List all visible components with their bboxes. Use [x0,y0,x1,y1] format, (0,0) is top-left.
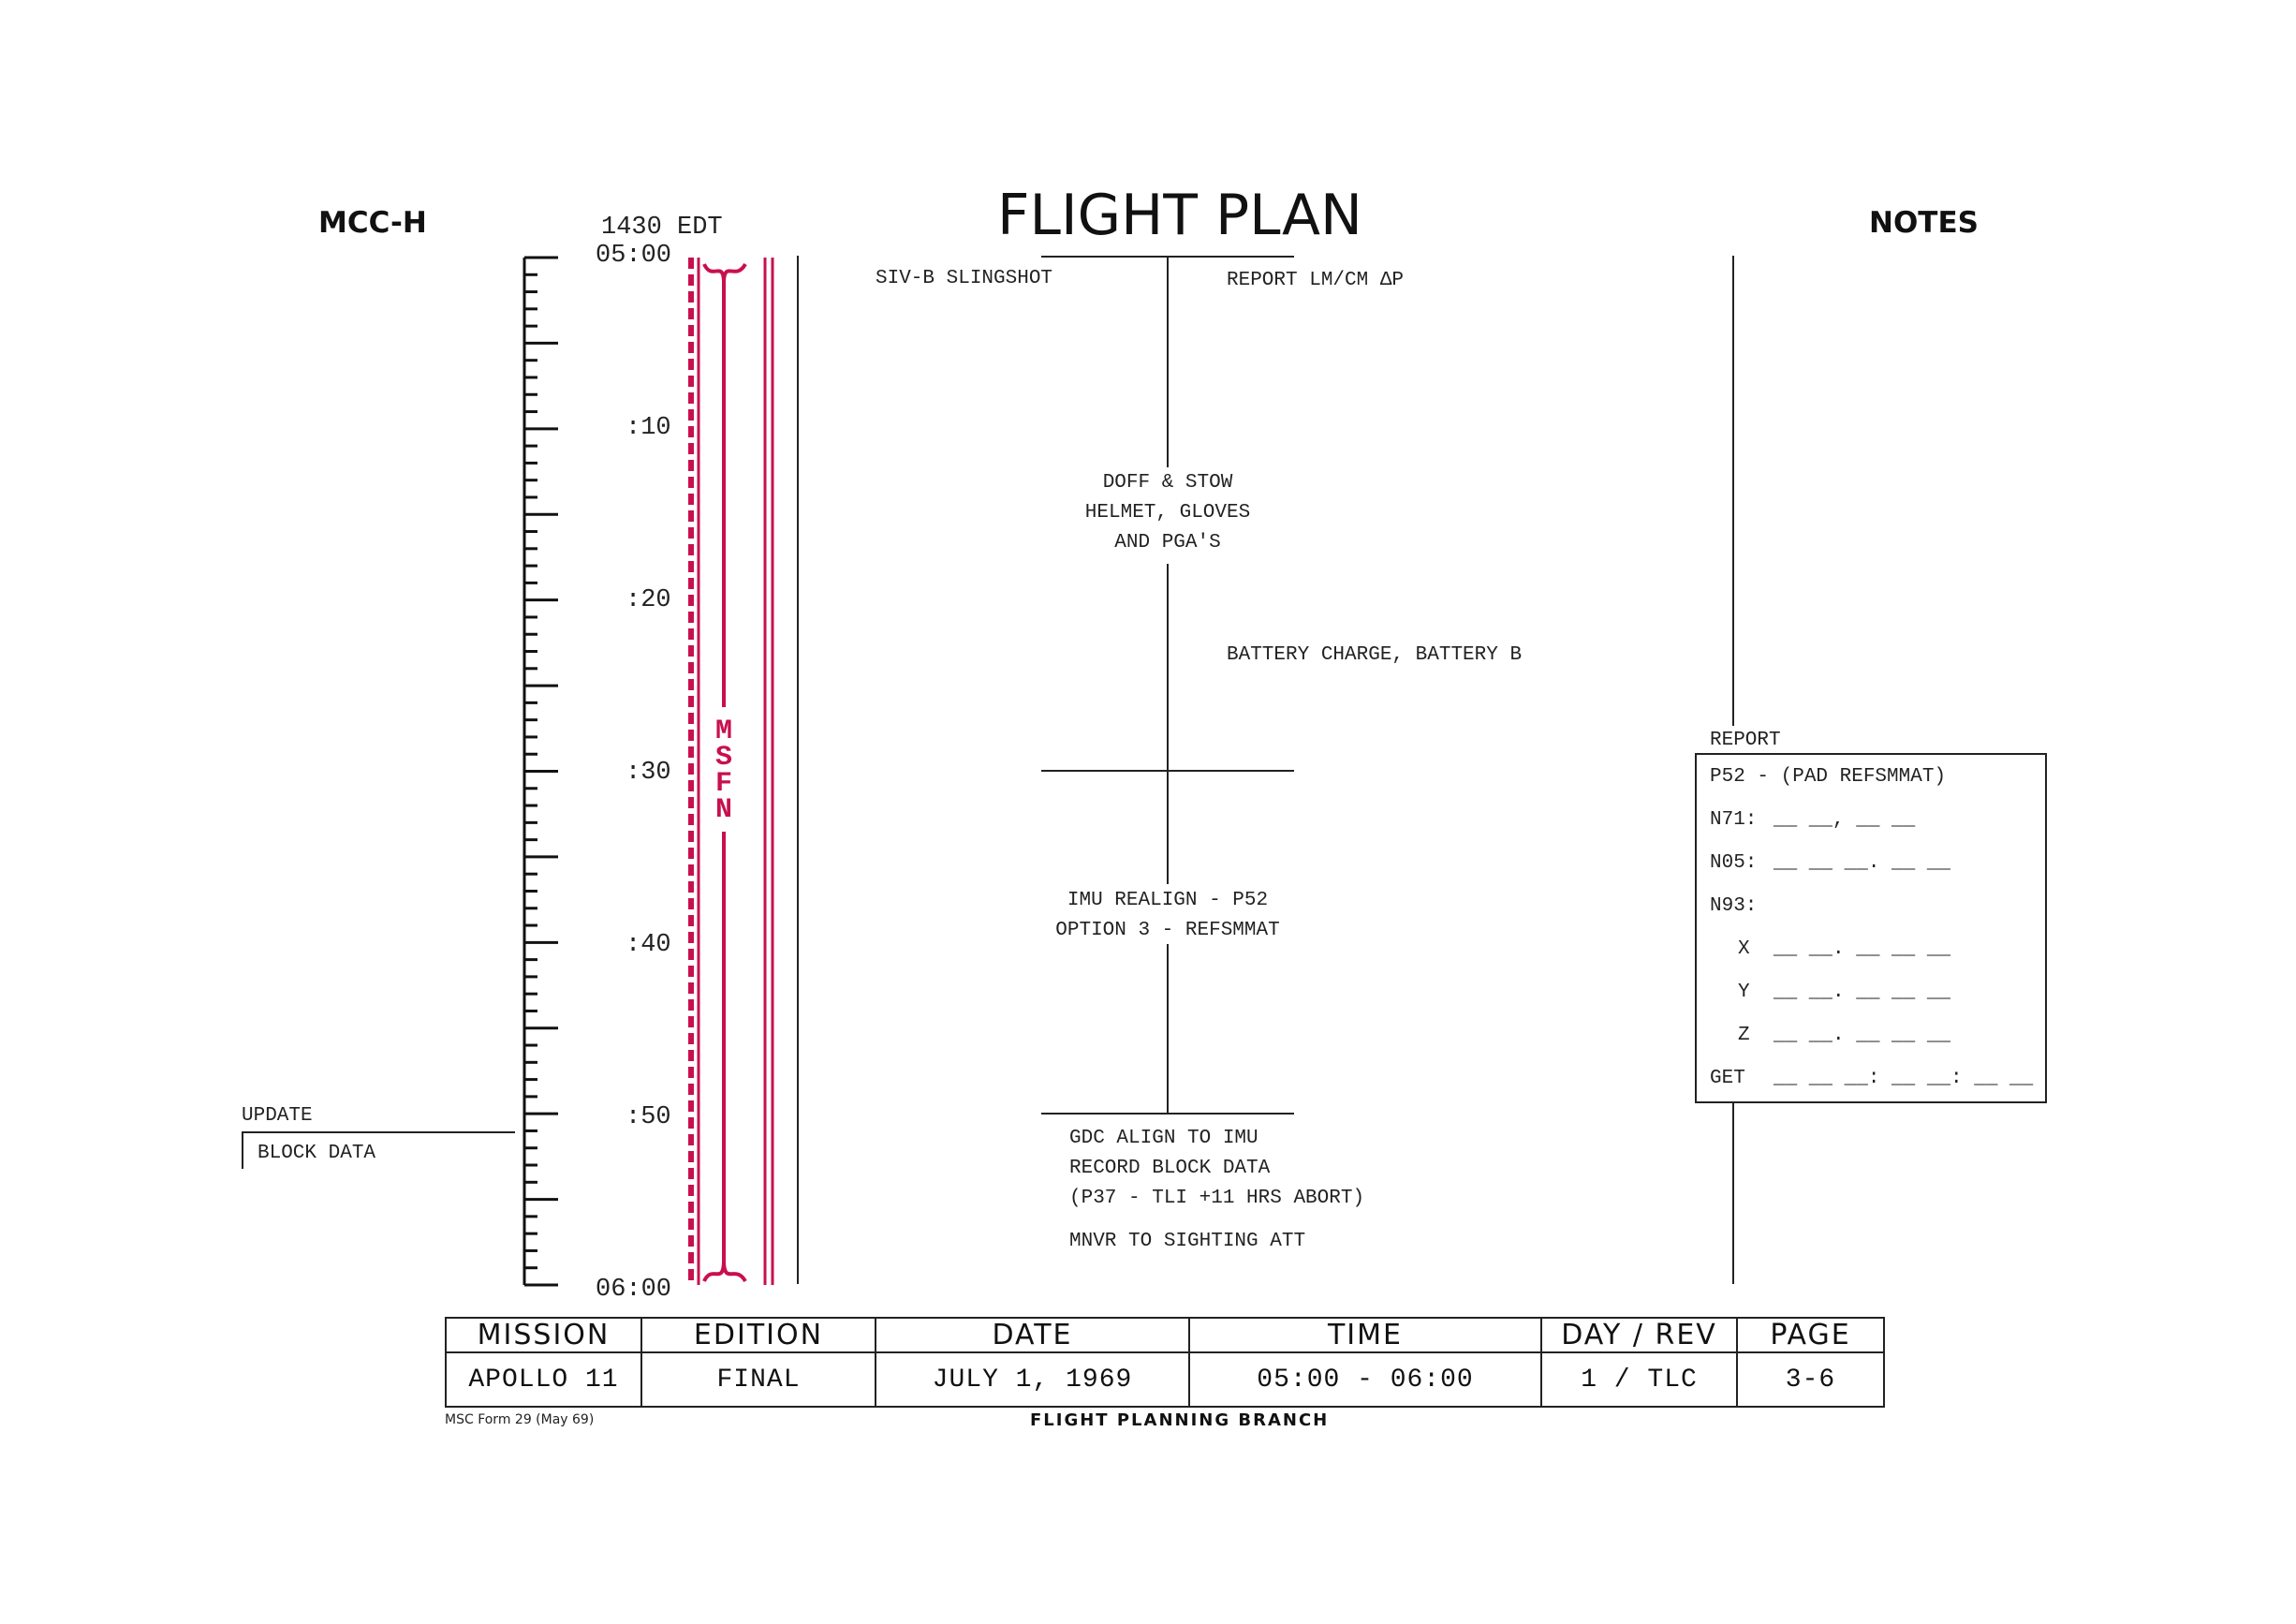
edition-value: FINAL [640,1351,876,1408]
notes-line-upper [1732,256,1734,726]
pad-x-field[interactable]: __ __. __ __ __ [1774,938,1951,960]
flight-planning-branch: FLIGHT PLANNING BRANCH [1030,1410,1330,1430]
mission-header: MISSION [445,1317,642,1353]
time-label-40: :40 [626,931,671,959]
activity-sivb-slingshot: SIV-B SLINGSHOT [876,268,1053,289]
pad-x-label: X [1738,938,1750,960]
time-header: TIME [1188,1317,1542,1353]
msfn-letter-f: F [714,768,732,800]
update-bracket [242,1131,243,1169]
pad-z-label: Z [1738,1025,1750,1046]
msfn-letter-m: M [714,716,732,747]
update-block-data: BLOCK DATA [258,1143,376,1164]
pad-y-label: Y [1738,982,1750,1003]
report-pad-box: P52 - (PAD REFSMMAT) N71: __ __, __ __ N… [1695,753,2047,1103]
clock-label: 1430 EDT [601,214,723,242]
update-line [242,1131,515,1133]
msfn-coverage-bar [688,258,774,1285]
pad-n05-label: N05: [1710,852,1758,874]
page-header: PAGE [1736,1317,1885,1353]
pad-get-label: GET [1710,1068,1745,1089]
activity-bar-3 [1167,944,1169,1113]
date-value: JULY 1, 1969 [875,1351,1190,1408]
mission-info-table: MISSION EDITION DATE TIME DAY / REV PAGE… [445,1317,1885,1408]
msfn-bracket-bottom [702,1262,747,1283]
activity-gdc-2: RECORD BLOCK DATA [1069,1158,1271,1179]
notes-line-lower [1732,1102,1734,1284]
activity-midline [1041,770,1294,772]
pad-y-field[interactable]: __ __. __ __ __ [1774,982,1951,1003]
activity-doff-2: HELMET, GLOVES [1084,502,1251,524]
report-label: REPORT [1710,730,1781,751]
pad-n71-label: N71: [1710,809,1758,831]
time-label-0600: 06:00 [596,1276,672,1304]
pad-heading: P52 - (PAD REFSMMAT) [1710,766,1947,788]
mcc-h-heading: MCC-H [318,206,427,240]
notes-heading: NOTES [1869,206,1979,240]
day-rev-header: DAY / REV [1540,1317,1738,1353]
activity-imu-2: OPTION 3 - REFSMMAT [1055,920,1280,941]
pad-n71-field[interactable]: __ __, __ __ [1774,809,1916,831]
activity-gdc-1: GDC ALIGN TO IMU [1069,1128,1258,1149]
date-header: DATE [875,1317,1190,1353]
pad-n93-label: N93: [1710,895,1758,917]
activity-doff-1: DOFF & STOW [1102,472,1233,494]
activity-doff-3: AND PGA'S [1114,532,1221,554]
activity-gdc-3: (P37 - TLI +11 HRS ABORT) [1069,1188,1365,1209]
time-label-10: :10 [626,414,671,442]
mission-value: APOLLO 11 [445,1351,642,1408]
msfn-letter-n: N [714,794,732,826]
time-label-30: :30 [626,759,671,787]
page-title: FLIGHT PLAN [997,183,1362,248]
activity-battery-charge: BATTERY CHARGE, BATTERY B [1227,644,1523,666]
msfn-letter-s: S [714,742,732,774]
update-label: UPDATE [242,1105,313,1127]
time-label-0500: 05:00 [596,242,672,270]
day-rev-value: 1 / TLC [1540,1351,1738,1408]
pad-z-field[interactable]: __ __. __ __ __ [1774,1025,1951,1046]
edition-header: EDITION [640,1317,876,1353]
msfn-bracket-top [702,262,747,282]
pad-n05-field[interactable]: __ __ __. __ __ [1774,852,1951,874]
activity-end-line [1041,1113,1294,1115]
activity-mnvr: MNVR TO SIGHTING ATT [1069,1231,1306,1252]
page-value: 3-6 [1736,1351,1885,1408]
column-divider [797,256,799,1284]
activity-imu-1: IMU REALIGN - P52 [1067,890,1269,911]
activity-report-dp: REPORT LM/CM ΔP [1227,270,1405,291]
time-value: 05:00 - 06:00 [1188,1351,1542,1408]
activity-bar-2 [1167,564,1169,884]
pad-get-field[interactable]: __ __ __: __ __: __ __ [1774,1068,2034,1089]
time-label-20: :20 [626,586,671,614]
time-label-50: :50 [626,1103,671,1131]
activity-bar-1 [1167,256,1169,467]
form-number: MSC Form 29 (May 69) [445,1412,595,1427]
